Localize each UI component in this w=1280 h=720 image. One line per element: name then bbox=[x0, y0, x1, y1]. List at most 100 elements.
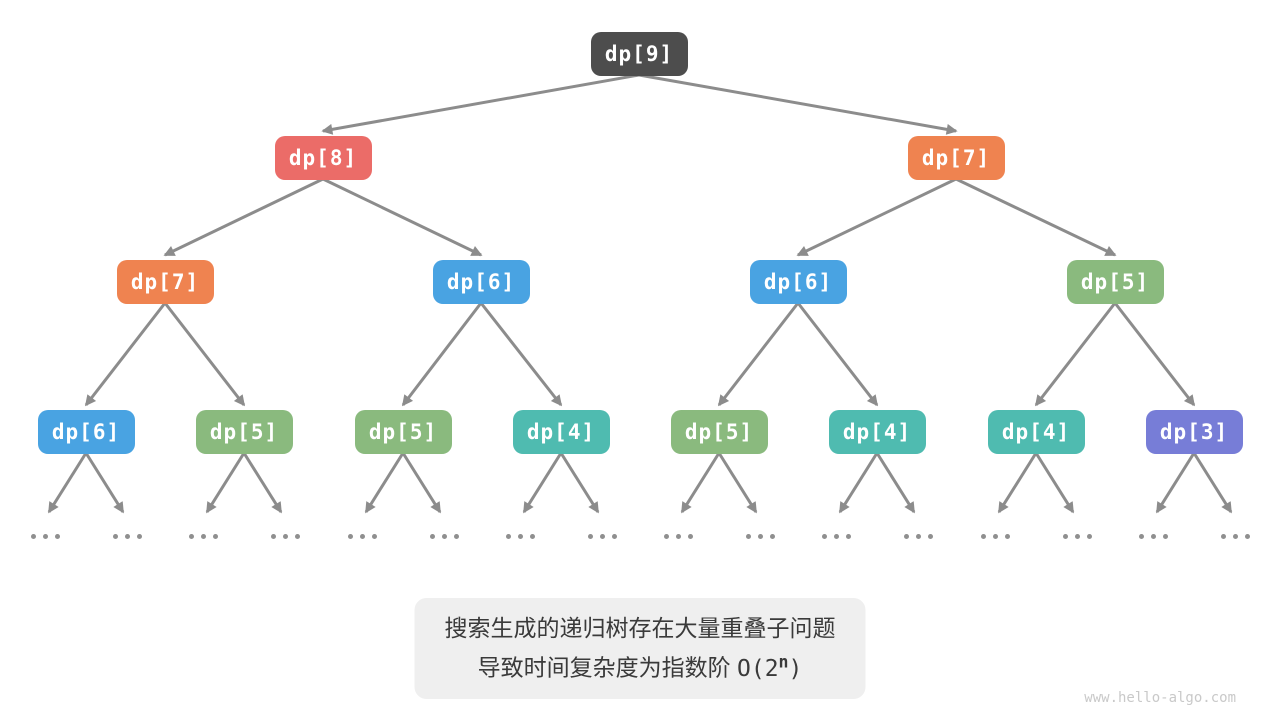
tree-edge-arrow bbox=[205, 452, 246, 514]
tree-edge-arrow bbox=[1155, 452, 1196, 514]
ellipsis-dot bbox=[916, 534, 921, 539]
ellipsis-dot bbox=[993, 534, 998, 539]
tree-node-7: dp[6] bbox=[37, 410, 135, 454]
tree-edge-arrow bbox=[997, 452, 1038, 514]
tree-edge-arrow bbox=[84, 302, 167, 407]
ellipsis-dot bbox=[213, 534, 218, 539]
ellipsis-dot bbox=[1005, 534, 1010, 539]
ellipsis bbox=[588, 534, 617, 539]
ellipsis-dot bbox=[1087, 534, 1092, 539]
tree-edge-arrow bbox=[680, 452, 721, 514]
tree-edge-arrow bbox=[242, 452, 283, 514]
ellipsis-dot bbox=[1163, 534, 1168, 539]
tree-node-6: dp[5] bbox=[1066, 260, 1164, 304]
caption-line-2: 导致时间复杂度为指数阶 O(2n) bbox=[445, 645, 836, 686]
ellipsis bbox=[31, 534, 60, 539]
ellipsis-dot bbox=[372, 534, 377, 539]
ellipsis-dot bbox=[664, 534, 669, 539]
tree-node-12: dp[4] bbox=[828, 410, 926, 454]
ellipsis-dot bbox=[1139, 534, 1144, 539]
tree-node-9: dp[5] bbox=[354, 410, 452, 454]
ellipsis-dot bbox=[271, 534, 276, 539]
ellipsis-dot bbox=[201, 534, 206, 539]
ellipsis bbox=[1221, 534, 1250, 539]
caption-line-1: 搜索生成的递归树存在大量重叠子问题 bbox=[444, 615, 836, 641]
tree-node-13: dp[4] bbox=[987, 410, 1085, 454]
ellipsis-dot bbox=[612, 534, 617, 539]
ellipsis-dot bbox=[55, 534, 60, 539]
ellipsis bbox=[189, 534, 218, 539]
ellipsis-dot bbox=[31, 534, 36, 539]
ellipsis-dot bbox=[981, 534, 986, 539]
tree-edge-arrow bbox=[84, 452, 125, 514]
ellipsis-dot bbox=[295, 534, 300, 539]
tree-edge-arrow bbox=[838, 452, 879, 514]
tree-edge-arrow bbox=[717, 452, 758, 514]
tree-edge-arrow bbox=[163, 302, 246, 407]
tree-node-5: dp[6] bbox=[749, 260, 847, 304]
tree-edge-arrow bbox=[1192, 452, 1233, 514]
ellipsis bbox=[430, 534, 459, 539]
tree-node-11: dp[5] bbox=[670, 410, 768, 454]
ellipsis-dot bbox=[283, 534, 288, 539]
formula-open: O(2 bbox=[737, 655, 779, 682]
tree-node-10: dp[4] bbox=[512, 410, 610, 454]
formula-close: ) bbox=[788, 655, 803, 682]
ellipsis-dot bbox=[904, 534, 909, 539]
formula-exponent: n bbox=[778, 652, 789, 671]
tree-node-14: dp[3] bbox=[1145, 410, 1243, 454]
ellipsis-dot bbox=[43, 534, 48, 539]
ellipsis bbox=[1063, 534, 1092, 539]
ellipsis-dot bbox=[688, 534, 693, 539]
ellipsis-dot bbox=[506, 534, 511, 539]
ellipsis-dot bbox=[189, 534, 194, 539]
ellipsis-dot bbox=[430, 534, 435, 539]
ellipsis bbox=[664, 534, 693, 539]
ellipsis-dot bbox=[1245, 534, 1250, 539]
tree-node-3: dp[7] bbox=[116, 260, 214, 304]
tree-edge-arrow bbox=[1034, 452, 1075, 514]
tree-edge-arrow bbox=[401, 452, 442, 514]
tree-edge-arrow bbox=[1034, 302, 1117, 407]
ellipsis-dot bbox=[348, 534, 353, 539]
tree-node-4: dp[6] bbox=[432, 260, 530, 304]
ellipsis-dot bbox=[676, 534, 681, 539]
ellipsis-dot bbox=[1221, 534, 1226, 539]
ellipsis-dot bbox=[588, 534, 593, 539]
ellipsis-dot bbox=[746, 534, 751, 539]
tree-edge-arrow bbox=[796, 302, 879, 407]
tree-edge-arrow bbox=[875, 452, 916, 514]
caption-line-2-text: 导致时间复杂度为指数阶 bbox=[477, 654, 737, 681]
complexity-formula: O(2n) bbox=[737, 652, 803, 682]
ellipsis-dot bbox=[442, 534, 447, 539]
tree-edge-arrow bbox=[401, 302, 483, 407]
tree-edge-arrow bbox=[47, 452, 88, 514]
ellipsis bbox=[506, 534, 535, 539]
tree-node-8: dp[5] bbox=[195, 410, 293, 454]
ellipsis-dot bbox=[360, 534, 365, 539]
tree-edge-arrow bbox=[479, 302, 563, 407]
ellipsis-dot bbox=[530, 534, 535, 539]
tree-edge-arrow bbox=[1113, 302, 1196, 407]
ellipsis-dot bbox=[928, 534, 933, 539]
ellipsis-dot bbox=[822, 534, 827, 539]
ellipsis bbox=[1139, 534, 1168, 539]
tree-node-0: dp[9] bbox=[590, 32, 688, 76]
tree-edge-arrow bbox=[322, 177, 483, 257]
ellipsis-dot bbox=[454, 534, 459, 539]
ellipsis-dot bbox=[758, 534, 763, 539]
ellipsis bbox=[348, 534, 377, 539]
tree-edge-arrow bbox=[559, 452, 600, 514]
tree-edge-arrow bbox=[796, 177, 957, 257]
ellipsis bbox=[981, 534, 1010, 539]
ellipsis-dot bbox=[137, 534, 142, 539]
ellipsis-dot bbox=[1151, 534, 1156, 539]
ellipsis-dot bbox=[125, 534, 130, 539]
ellipsis bbox=[271, 534, 300, 539]
ellipsis bbox=[113, 534, 142, 539]
watermark: www.hello-algo.com bbox=[1084, 690, 1236, 706]
tree-edge-arrow bbox=[321, 73, 640, 135]
caption-box: 搜索生成的递归树存在大量重叠子问题 导致时间复杂度为指数阶 O(2n) bbox=[414, 598, 866, 699]
